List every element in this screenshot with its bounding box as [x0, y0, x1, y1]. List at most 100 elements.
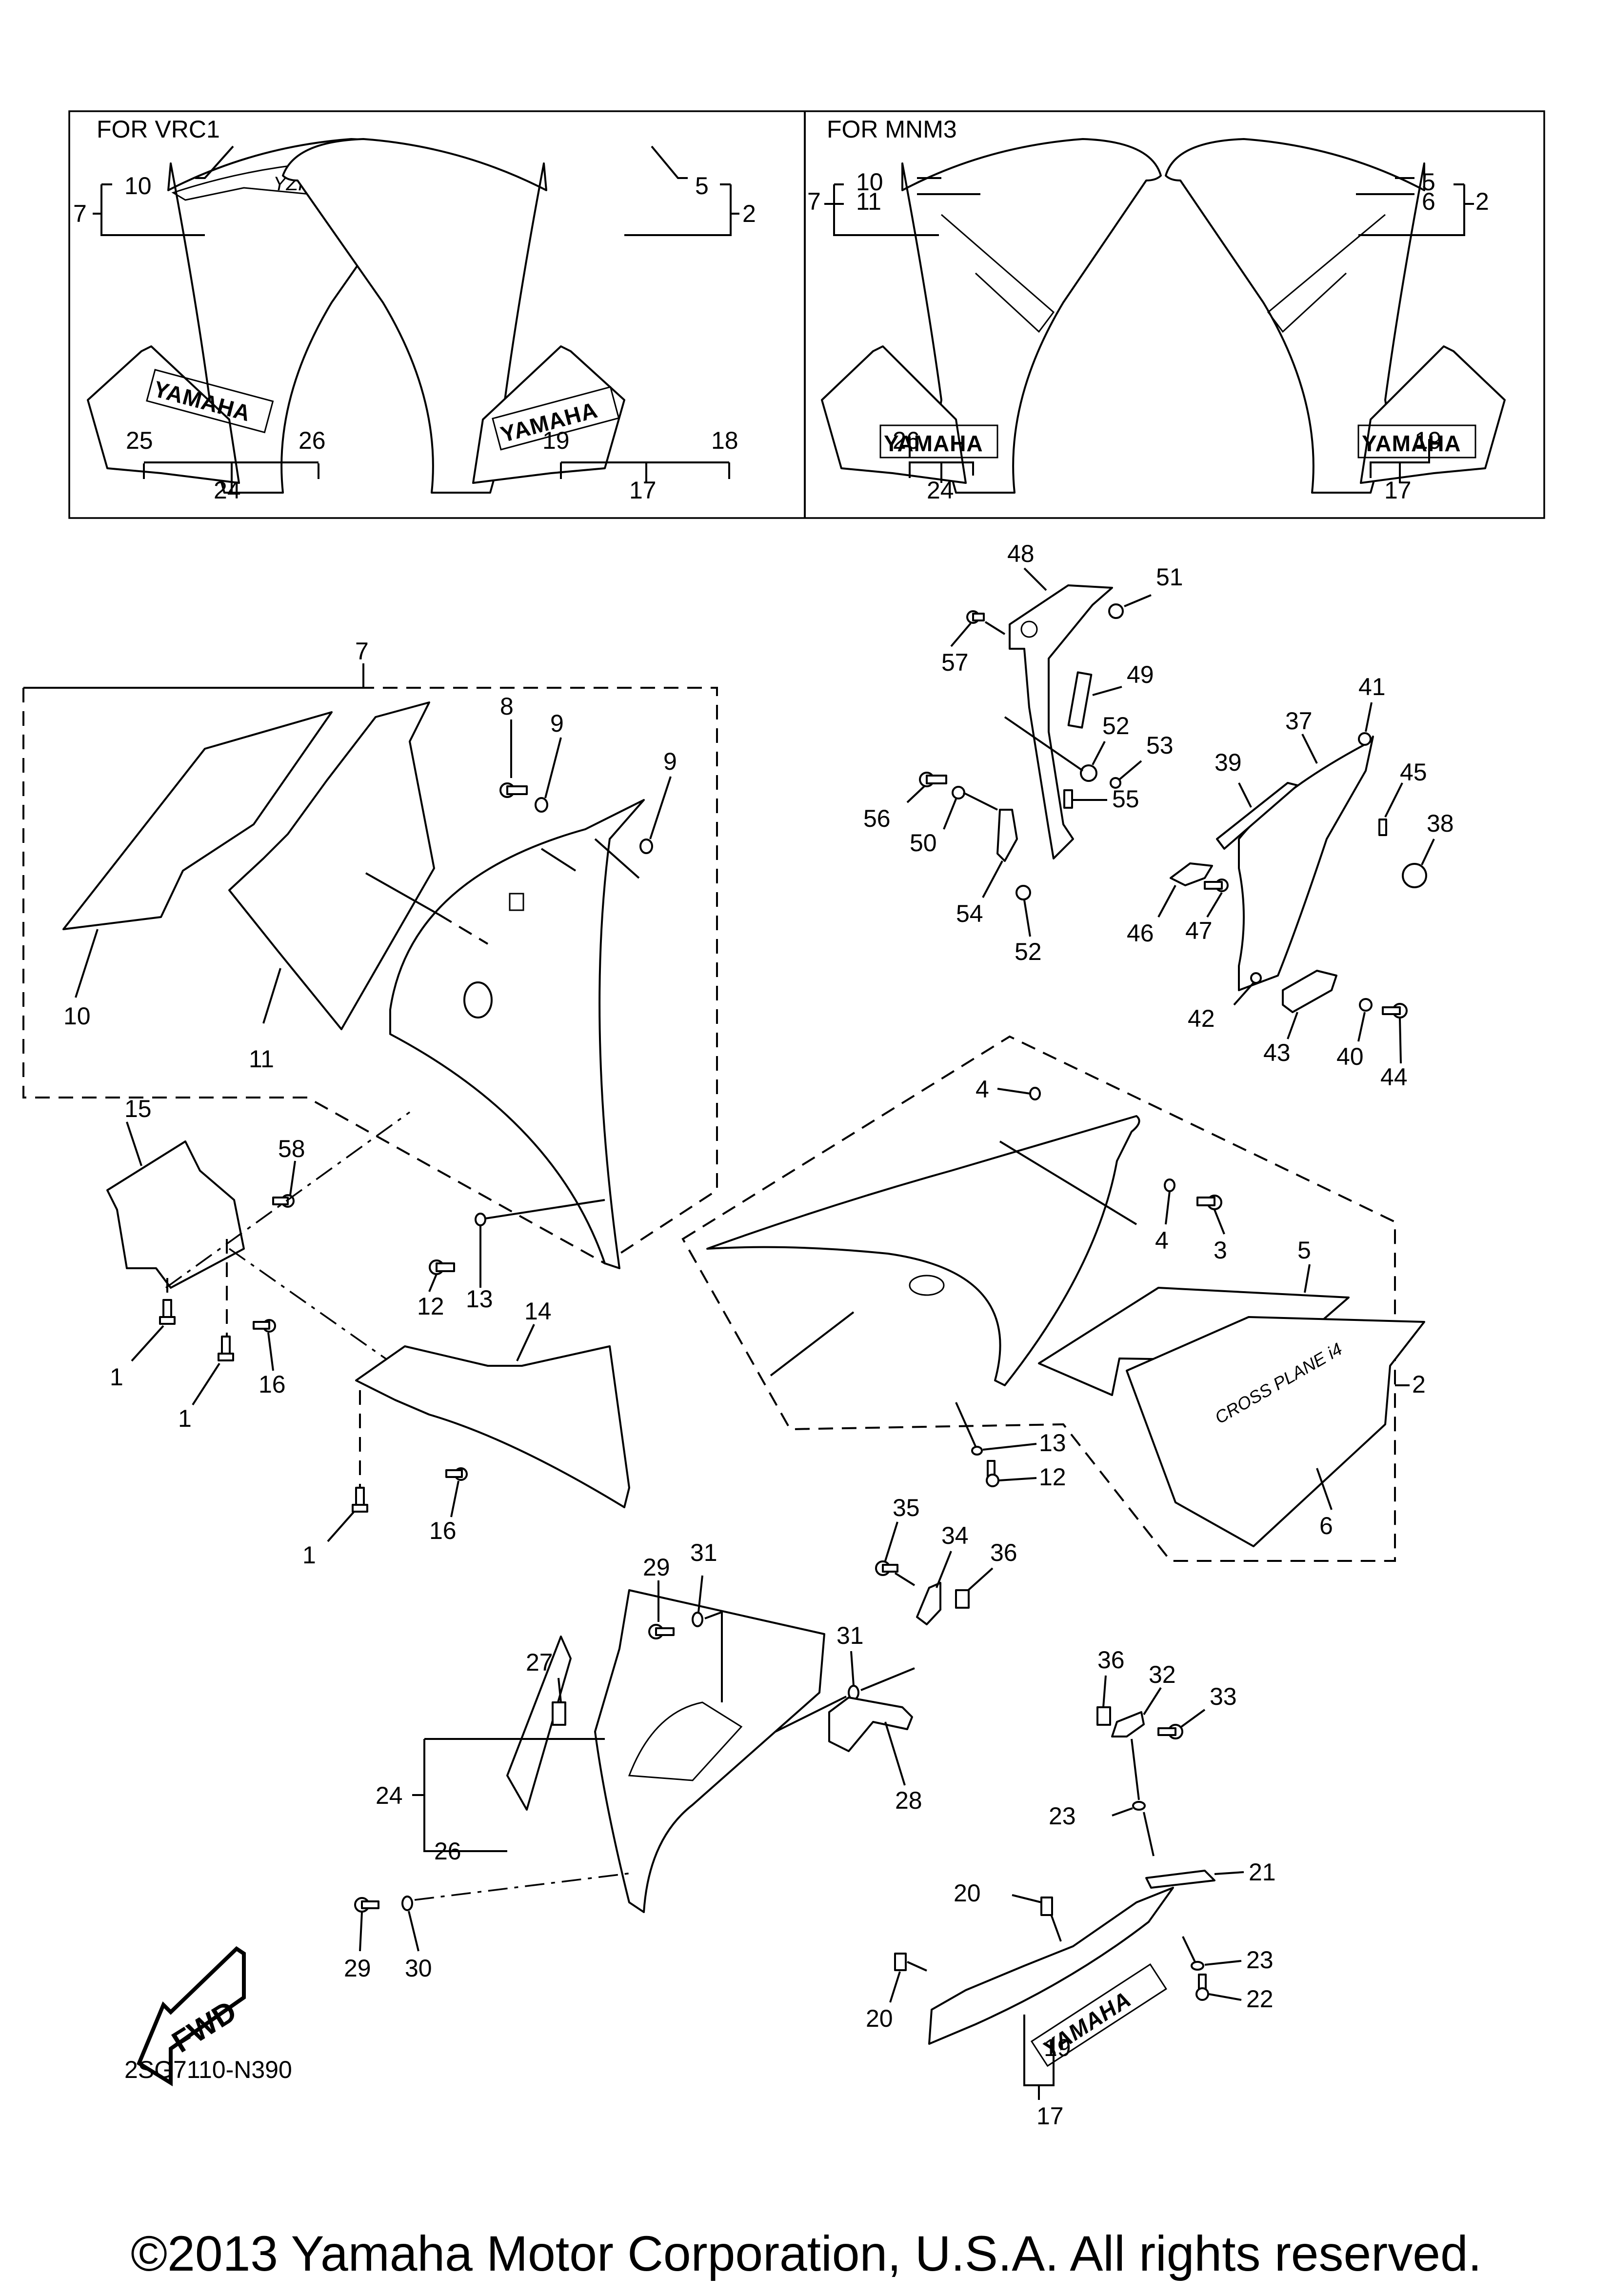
callout-38: 38	[1427, 810, 1454, 837]
inset-vrc1: FOR VRC1 YZF-R1 YAMAHA YAMAHA 10 7 5 2 2…	[73, 116, 756, 504]
callout-28: 28	[895, 1787, 922, 1814]
part-31-washer-a	[692, 1612, 703, 1627]
part-1-rivet-b	[218, 1336, 234, 1361]
mnm3-left-yamaha-logo: YAMAHA	[879, 424, 998, 459]
upper-cowl-clip	[509, 893, 524, 911]
part-37-duct	[1238, 736, 1374, 991]
callout-40: 40	[1336, 1043, 1364, 1070]
part-47-bolt	[1204, 878, 1229, 892]
callout-55: 55	[1112, 785, 1139, 813]
callout-mnm3-2: 2	[1475, 188, 1489, 215]
part-23-washer-a	[1132, 1801, 1146, 1811]
part-22-screw	[1195, 1974, 1209, 2001]
part-42-grommet	[1250, 972, 1262, 984]
group-duct: 37 39 41 45 38 46 47 42 43 40 44	[1127, 673, 1454, 1091]
part-29-screw-b	[354, 1897, 379, 1913]
part-52-grommet-b	[1016, 885, 1031, 900]
callout-mnm3-24: 24	[927, 477, 954, 504]
callout-12-a: 12	[417, 1293, 444, 1320]
callout-mnm3-17: 17	[1384, 477, 1412, 504]
part-28-cover	[828, 1697, 913, 1752]
callout-8: 8	[500, 693, 514, 720]
callout-1-b: 1	[178, 1405, 192, 1432]
part-48-stay	[1009, 584, 1113, 859]
callout-1-a: 1	[110, 1363, 123, 1391]
upper-cowl-grommet	[463, 981, 493, 1018]
part-27-clip	[552, 1701, 566, 1726]
callout-9-a: 9	[550, 710, 564, 737]
part-20-nut-b	[894, 1953, 907, 1971]
callout-vrc1-2: 2	[742, 200, 756, 227]
callout-16-a: 16	[259, 1371, 286, 1398]
part-38-grommet	[1402, 863, 1427, 888]
group-2-side-cowl: 2 4 4 3 5 CROSS PLANE i4 6 13 12	[681, 1035, 1426, 1562]
part-12-screw-a	[429, 1259, 455, 1275]
callout-mnm3-26: 26	[893, 427, 920, 454]
mnm3-left-lower-cowl	[821, 345, 967, 484]
callout-15: 15	[124, 1095, 152, 1122]
callout-17: 17	[1036, 2102, 1064, 2130]
part-23-washer-b	[1191, 1961, 1204, 1971]
callout-vrc1-25: 25	[126, 427, 153, 454]
vrc1-right-cowl	[282, 138, 547, 494]
part-3-screw	[1196, 1195, 1222, 1210]
callout-56: 56	[863, 805, 891, 832]
callout-2: 2	[1412, 1371, 1426, 1398]
callout-mnm3-6: 6	[1422, 188, 1435, 215]
callout-vrc1-17: 17	[629, 477, 657, 504]
callout-41: 41	[1358, 673, 1386, 700]
callout-vrc1-18: 18	[711, 427, 738, 454]
callout-44: 44	[1380, 1063, 1408, 1091]
copyright-notice: ©2013 Yamaha Motor Corporation, U.S.A. A…	[131, 2226, 1482, 2281]
part-26-decal	[506, 1636, 572, 1811]
part-43-bracket	[1282, 970, 1337, 1013]
callout-43: 43	[1263, 1039, 1291, 1066]
svg-text:YAMAHA: YAMAHA	[1362, 431, 1461, 456]
part-50-collar	[952, 786, 965, 799]
part-53-collar	[1110, 777, 1121, 789]
part-14-inner-panel	[355, 1345, 630, 1508]
part-15-inner-panel	[106, 1140, 245, 1289]
part-16-rivet-a	[253, 1319, 276, 1333]
part-4-washer-a	[1029, 1087, 1041, 1100]
callout-36-a: 36	[990, 1539, 1017, 1566]
part-58-rivet	[272, 1194, 295, 1208]
callout-vrc1-24: 24	[214, 477, 241, 504]
lower-cowl-shell	[594, 1589, 825, 1913]
callout-mnm3-7: 7	[807, 188, 821, 215]
part-1-rivet-a	[159, 1299, 176, 1325]
part-51-grommet	[1108, 603, 1124, 619]
part-17-under-cowl	[928, 1887, 1174, 2045]
group-7-upper-cowl: 7 10 11 8 9 9	[22, 638, 718, 1269]
callout-29-a: 29	[643, 1554, 670, 1581]
part-9-washer-b	[639, 839, 653, 854]
part-56-bolt	[919, 772, 947, 787]
group-stay-bracket: 48 57 51 49 52 53 56 50 54 55 52	[863, 540, 1183, 965]
mnm3-right-yamaha-logo: YAMAHA	[1357, 424, 1476, 459]
callout-34: 34	[941, 1522, 969, 1549]
callout-49: 49	[1127, 661, 1154, 688]
callout-30: 30	[405, 1955, 432, 1982]
callout-31-b: 31	[836, 1622, 864, 1649]
group-inner-panels: 15 58 1 1 1 16 16 14 12 13	[106, 1095, 630, 1569]
callout-36-b: 36	[1097, 1646, 1125, 1674]
part-8-screw	[499, 782, 528, 798]
mnm3-right-lower-cowl	[1360, 345, 1506, 484]
callout-20-b: 20	[866, 2005, 893, 2032]
group-17-under-cowl: 21 YAMAHA 19 17 20 20 36 32 33 23 23 22	[866, 1646, 1276, 2130]
part-45-rivet	[1378, 819, 1387, 836]
part-34-bracket	[916, 1582, 941, 1625]
part-1-rivet-c	[352, 1487, 368, 1513]
part-40-collar	[1359, 998, 1373, 1012]
callout-29-b: 29	[344, 1955, 371, 1982]
mnm3-left-cowl	[901, 138, 1162, 494]
callout-42: 42	[1188, 1005, 1215, 1032]
group-24-lower-cowl: 24 26 27 29 31 31 28 35 34 36 29 30	[344, 1494, 1017, 1982]
part-35-bolt	[875, 1560, 898, 1576]
lower-cowl-duct	[628, 1701, 743, 1781]
callout-7: 7	[355, 638, 369, 665]
part-52-grommet-a	[1080, 764, 1097, 782]
upper-cowl-shell	[389, 799, 645, 1269]
callout-vrc1-26: 26	[299, 427, 326, 454]
